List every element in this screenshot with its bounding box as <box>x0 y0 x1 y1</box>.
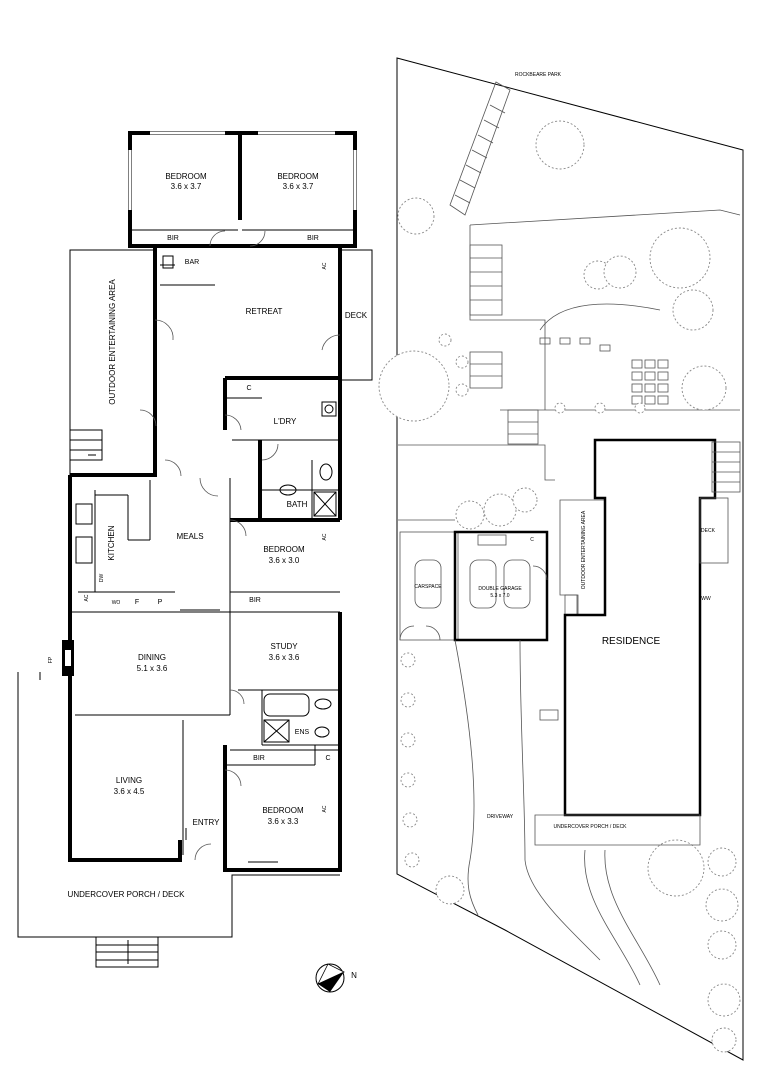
site-plan <box>378 57 744 1061</box>
bedroom-1-label: BEDROOM <box>165 172 207 181</box>
bir-label-1: BIR <box>167 235 179 242</box>
compass-icon <box>315 963 345 993</box>
site-outdoor-area-label: OUTDOOR ENTERTAINING AREA <box>581 510 587 589</box>
residence-label: RESIDENCE <box>602 636 661 647</box>
ww-label: WW <box>701 596 711 602</box>
outdoor-area-label: OUTDOOR ENTERTAINING AREA <box>108 279 117 405</box>
ensuite-label: ENS <box>295 729 310 736</box>
bedroom-3-size: 3.6 x 3.0 <box>269 556 300 565</box>
study-size: 3.6 x 3.6 <box>269 653 300 662</box>
bedroom-2-size: 3.6 x 3.7 <box>283 182 314 191</box>
floor-plan-walls <box>17 131 373 968</box>
study-label: STUDY <box>270 642 298 651</box>
kitchen-label: KITCHEN <box>107 525 116 560</box>
dining-label: DINING <box>138 653 166 662</box>
bedroom-2-label: BEDROOM <box>277 172 319 181</box>
paving-grid <box>539 337 669 405</box>
stairs-top <box>449 81 511 216</box>
entry-label: ENTRY <box>193 818 221 827</box>
trees <box>378 120 741 1053</box>
site-porch-label: UNDERCOVER PORCH / DECK <box>553 824 627 830</box>
garage-label: DOUBLE GARAGE <box>478 586 522 592</box>
bar-label: BAR <box>185 259 199 266</box>
hedges <box>400 333 646 868</box>
bath-label: BATH <box>287 500 308 509</box>
wo-label: WO <box>112 600 121 606</box>
floor-plan-doors <box>139 230 341 861</box>
pantry-label: P <box>158 599 163 606</box>
fridge-label: F <box>135 599 139 606</box>
living-label: LIVING <box>116 776 142 785</box>
driveway-label: DRIVEWAY <box>487 814 514 820</box>
site-deck-label: DECK <box>701 528 716 534</box>
cupboard-label-1: C <box>246 385 251 392</box>
direction-arrows <box>39 454 278 964</box>
garage-size: 5.3 x 7.0 <box>490 593 509 599</box>
compass-north-label: N <box>351 971 357 980</box>
ac-label-3: AC <box>84 594 90 601</box>
carspace-label: CARSPACE <box>414 584 442 590</box>
bedroom-3-label: BEDROOM <box>263 545 305 554</box>
dw-label: DW <box>99 574 105 583</box>
ac-label-2: AC <box>322 533 328 540</box>
laundry-label: L'DRY <box>274 417 297 426</box>
fireplace-label: FP <box>48 656 54 663</box>
porch-label: UNDERCOVER PORCH / DECK <box>68 890 186 899</box>
deck-label: DECK <box>345 311 368 320</box>
bir-label-2: BIR <box>307 235 319 242</box>
bedroom-4-label: BEDROOM <box>262 806 304 815</box>
living-size: 3.6 x 4.5 <box>114 787 145 796</box>
bir-label-4: BIR <box>253 755 265 762</box>
retreat-label: RETREAT <box>246 307 283 316</box>
rockbeare-park-label: ROCKBEARE PARK <box>515 72 562 78</box>
garage-cupboard-label: C <box>530 537 534 543</box>
ac-label-4: AC <box>322 805 328 812</box>
residence-outline <box>563 438 717 817</box>
cupboard-label-2: C <box>325 755 330 762</box>
dining-size: 5.1 x 3.6 <box>137 664 168 673</box>
bedroom-1-size: 3.6 x 3.7 <box>171 182 202 191</box>
bedroom-4-size: 3.6 x 3.3 <box>268 817 299 826</box>
ac-label-1: AC <box>322 262 328 269</box>
bir-label-3: BIR <box>249 597 261 604</box>
meals-label: MEALS <box>176 532 203 541</box>
